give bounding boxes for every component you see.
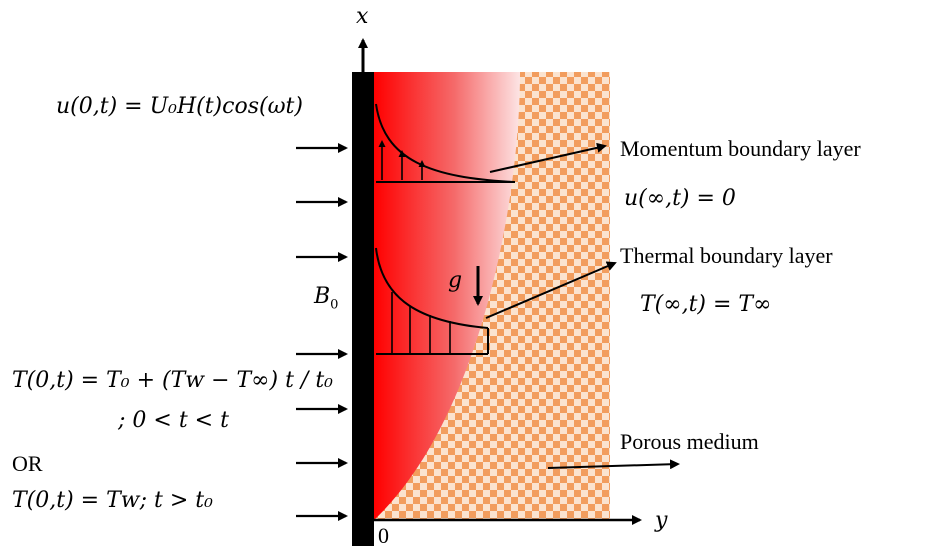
porous-medium-label: Porous medium bbox=[620, 429, 759, 454]
or-text: OR bbox=[12, 451, 43, 476]
momentum-profile-curve bbox=[375, 103, 516, 183]
momentum-layer-label: Momentum boundary layer bbox=[620, 136, 861, 161]
magnetic-field-label: B0 bbox=[314, 284, 339, 313]
thermal-profile-curve bbox=[375, 247, 489, 329]
momentum-callout-arrow bbox=[489, 142, 607, 173]
velocity-infinity-equation: u(∞,t) = 0 bbox=[624, 186, 736, 211]
temperature-infinity-equation: T(∞,t) = T∞ bbox=[640, 292, 772, 317]
x-axis-label: x bbox=[356, 4, 369, 29]
plate bbox=[352, 72, 374, 546]
gravity-label: g bbox=[448, 268, 463, 293]
thermal-callout-arrow bbox=[485, 261, 617, 319]
temperature-wall-equation-2: T(0,t) = Tᴡ; t > t₀ bbox=[12, 488, 213, 513]
thermal-profile bbox=[375, 247, 489, 355]
thermal-layer-label: Thermal boundary layer bbox=[620, 243, 833, 268]
temperature-wall-condition: ; 0 < t < t bbox=[118, 408, 229, 433]
origin-label: 0 bbox=[378, 523, 389, 548]
porous-callout-arrow bbox=[547, 459, 680, 470]
fluid-gradient-region bbox=[374, 72, 520, 520]
field-arrows bbox=[296, 143, 348, 521]
momentum-profile bbox=[375, 103, 516, 183]
velocity-wall-equation: u(0,t) = U₀H(t)cos(ωt) bbox=[56, 94, 303, 119]
temperature-wall-equation-1: T(0,t) = T₀ + (Tᴡ − T∞) t / t₀ bbox=[12, 368, 333, 393]
y-axis-label: y bbox=[655, 508, 668, 533]
